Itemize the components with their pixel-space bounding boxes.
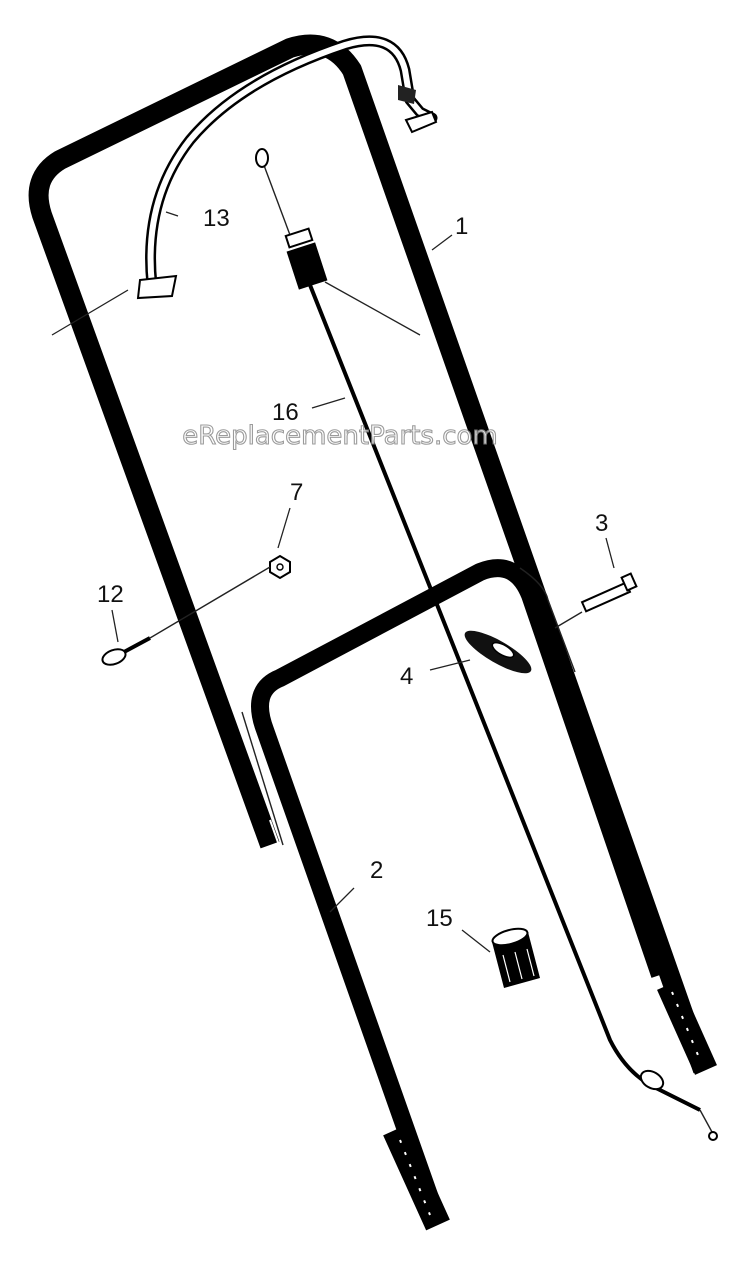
callout-16: 16	[272, 399, 299, 426]
knob-part-4	[464, 630, 532, 674]
watermark-text: eReplacementParts.com	[182, 421, 498, 451]
callout-3: 3	[595, 510, 608, 537]
callout-12: 12	[97, 581, 124, 608]
upper-handle-part-1	[28, 34, 713, 1076]
callout-1: 1	[455, 213, 468, 240]
spacer-part-15	[491, 927, 540, 988]
nut-part-7	[269, 554, 291, 580]
lower-handle-part-2	[241, 559, 717, 1231]
callout-4: 4	[400, 663, 413, 690]
control-cable-part-16	[255, 148, 718, 1141]
callout-2: 2	[370, 857, 383, 884]
bolt-part-3	[554, 572, 638, 629]
control-bail-part-13	[136, 35, 438, 300]
callout-13: 13	[203, 205, 230, 232]
callout-7: 7	[290, 479, 303, 506]
callout-labels: 1 2 3 4 7 12 13 15 16	[97, 205, 608, 932]
eye-bolt-part-12	[101, 566, 271, 666]
callout-15: 15	[426, 905, 453, 932]
leader-lines	[51, 211, 615, 953]
